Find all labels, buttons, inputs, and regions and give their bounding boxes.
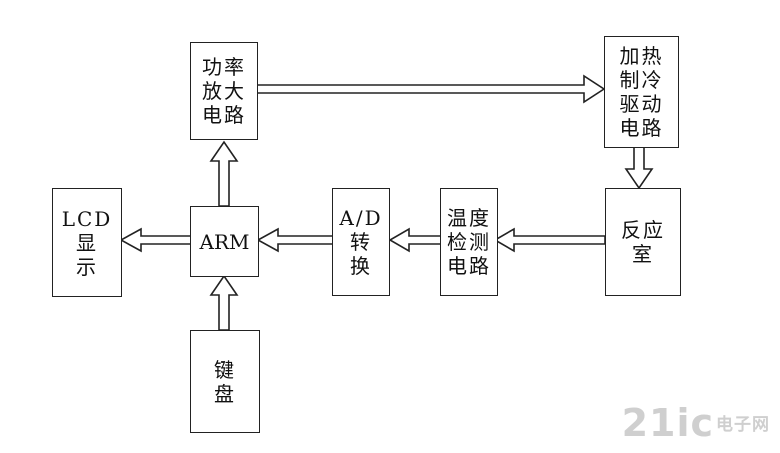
- ad-convert-label: A/D 转 换: [339, 206, 383, 278]
- temp-detect-block: 温度 检测 电路: [440, 188, 498, 296]
- arrow-chamber-to-temp: [493, 227, 606, 253]
- reaction-chamber-label: 反应 室: [621, 218, 665, 266]
- arrow-power-to-drive: [256, 74, 606, 104]
- watermark-sub: 电子网: [716, 415, 770, 435]
- reaction-chamber-block: 反应 室: [605, 188, 681, 296]
- power-amplifier-block: 功率 放大 电路: [190, 42, 258, 140]
- keyboard-block: 键 盘: [190, 330, 260, 433]
- heat-cool-drive-block: 加热 制冷 驱动 电路: [604, 36, 679, 148]
- lcd-block: LCD 显 示: [52, 188, 122, 297]
- arrow-ad-to-arm: [256, 227, 334, 253]
- watermark-main: 21ic: [621, 401, 714, 445]
- arrow-drive-to-chamber: [624, 146, 654, 190]
- heat-cool-drive-label: 加热 制冷 驱动 电路: [619, 44, 664, 140]
- arrow-temp-to-ad: [388, 227, 442, 253]
- arrow-arm-to-power: [209, 140, 239, 207]
- arm-label: ARM: [199, 229, 250, 254]
- power-amplifier-label: 功率 放大 电路: [202, 55, 246, 127]
- lcd-label: LCD 显 示: [61, 206, 113, 279]
- arrow-keyboard-to-arm: [209, 274, 239, 331]
- arrow-arm-to-lcd: [119, 227, 192, 253]
- arm-block: ARM: [190, 206, 259, 277]
- temp-detect-label: 温度 检测 电路: [447, 206, 491, 278]
- keyboard-label: 键 盘: [214, 357, 236, 406]
- ad-convert-block: A/D 转 换: [332, 188, 390, 296]
